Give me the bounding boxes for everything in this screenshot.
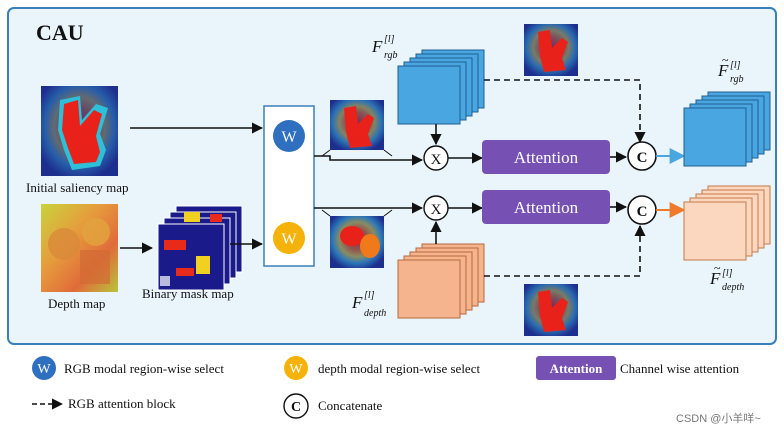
svg-text:depth: depth	[722, 282, 744, 293]
svg-text:F: F	[709, 269, 721, 288]
legend-rgb-attention-block: RGB attention block	[68, 396, 176, 411]
watermark: CSDN @小羊咩~	[676, 411, 761, 425]
svg-text:[l]: [l]	[730, 60, 741, 71]
rgb-select-circle	[273, 120, 305, 152]
legend-depth-w-letter: W	[289, 362, 303, 377]
legend-rgb-select: RGB modal region-wise select	[64, 361, 224, 376]
legend-rgb-w-letter: W	[37, 362, 51, 377]
selected-depth-thumbnail	[321, 209, 393, 268]
rgb-feature-stack	[397, 49, 485, 125]
svg-text:F: F	[371, 37, 383, 56]
multiply-op-bottom-label: X	[431, 202, 442, 218]
binary-mask-label: Binary mask map	[142, 286, 234, 301]
svg-text:~: ~	[714, 261, 721, 275]
depth-select-circle	[273, 222, 305, 254]
rgb-output-stack	[683, 91, 771, 167]
initial-saliency-thumbnail	[41, 86, 118, 176]
depth-feature-stack	[397, 243, 485, 319]
legend-rgb-w-icon	[32, 356, 56, 380]
rgb-select-w: W	[281, 129, 297, 146]
multiply-op-top-label: X	[431, 152, 442, 168]
svg-text:[l]: [l]	[384, 34, 395, 45]
f-tilde-depth-label: F ~ [l] depth	[709, 261, 744, 293]
legend-channel-attention: Channel wise attention	[620, 361, 740, 376]
rgb-attention-thumbnail-top	[524, 24, 578, 76]
svg-text:rgb: rgb	[384, 50, 398, 61]
rgb-attention-dashed-top	[484, 79, 646, 144]
svg-text:~: ~	[722, 53, 729, 67]
concat-op-top-label: C	[637, 150, 648, 166]
rgb-attention-dashed-bottom	[484, 224, 646, 277]
svg-text:rgb: rgb	[730, 74, 744, 85]
f-rgb-label: F [l] rgb	[371, 34, 398, 61]
concat-op-bottom-label: C	[637, 204, 648, 220]
attention-box-top	[482, 140, 610, 174]
svg-text:[l]: [l]	[722, 268, 733, 279]
depth-output-stack	[683, 185, 771, 261]
depth-map-label: Depth map	[48, 296, 105, 311]
legend-depth-select: depth modal region-wise select	[318, 361, 480, 376]
attention-box-bottom	[482, 190, 610, 224]
panel-title: CAU	[36, 20, 84, 45]
depth-select-w: W	[281, 231, 297, 248]
f-depth-label: F [l] depth	[351, 290, 386, 319]
legend-concat-letter: C	[291, 400, 301, 415]
attention-box-top-label: Attention	[514, 148, 579, 167]
legend-attention-badge	[536, 356, 616, 380]
legend-concat-icon	[283, 393, 309, 419]
attention-box-bottom-label: Attention	[514, 198, 579, 217]
svg-text:F: F	[717, 61, 729, 80]
binary-mask-stack	[157, 205, 243, 291]
selected-rgb-thumbnail	[321, 100, 393, 157]
depth-map-thumbnail	[41, 204, 118, 292]
svg-text:[l]: [l]	[364, 290, 375, 301]
initial-saliency-label: Initial saliency map	[26, 180, 129, 195]
svg-text:depth: depth	[364, 308, 386, 319]
legend-depth-w-icon	[284, 356, 308, 380]
legend-attention-badge-label: Attention	[550, 361, 603, 376]
f-tilde-rgb-label: F ~ [l] rgb	[717, 53, 744, 85]
legend-concatenate: Concatenate	[318, 398, 382, 413]
svg-text:F: F	[351, 293, 363, 312]
rgb-attention-thumbnail-bottom	[524, 284, 578, 336]
